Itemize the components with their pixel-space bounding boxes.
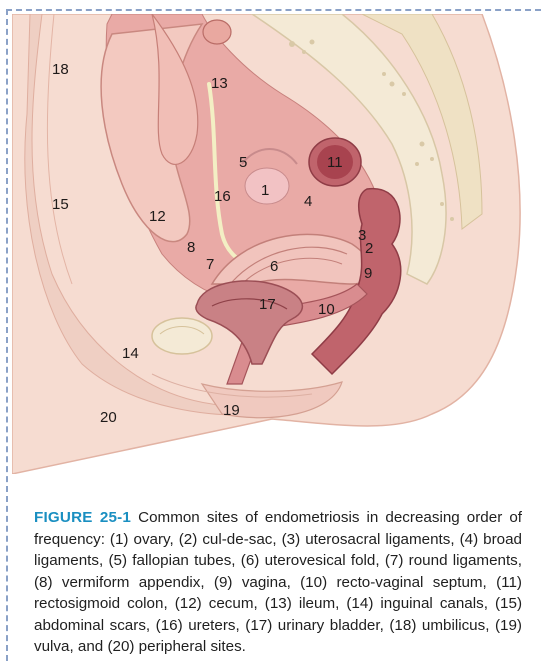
anatomy-figure: 18 13 11 5 1 16 4 15 12 3 2 8 7 6 9 17 1… — [12, 14, 530, 474]
label-17: 17 — [259, 297, 276, 312]
label-8: 8 — [187, 240, 195, 255]
label-18: 18 — [52, 62, 69, 77]
label-9: 9 — [364, 266, 372, 281]
pubic-bone — [152, 318, 212, 354]
label-16: 16 — [214, 189, 231, 204]
label-12: 12 — [149, 209, 166, 224]
label-14: 14 — [122, 346, 139, 361]
label-10: 10 — [318, 302, 335, 317]
label-4: 4 — [304, 194, 312, 209]
label-7: 7 — [206, 257, 214, 272]
label-13: 13 — [211, 76, 228, 91]
dashed-border-left — [6, 9, 8, 661]
label-6: 6 — [270, 259, 278, 274]
dashed-border-top — [6, 9, 541, 11]
label-11: 11 — [327, 155, 343, 170]
label-5: 5 — [239, 155, 247, 170]
label-2: 2 — [365, 241, 373, 256]
figure-caption: FIGURE 25-1 Common sites of endometriosi… — [34, 507, 522, 658]
label-19: 19 — [223, 403, 240, 418]
label-1: 1 — [261, 183, 269, 198]
label-15: 15 — [52, 197, 69, 212]
caption-text: Common sites of endometriosis in decreas… — [34, 509, 522, 655]
figure-number: FIGURE 25-1 — [34, 509, 131, 526]
label-20: 20 — [100, 410, 117, 425]
anatomy-illustration — [12, 14, 530, 474]
